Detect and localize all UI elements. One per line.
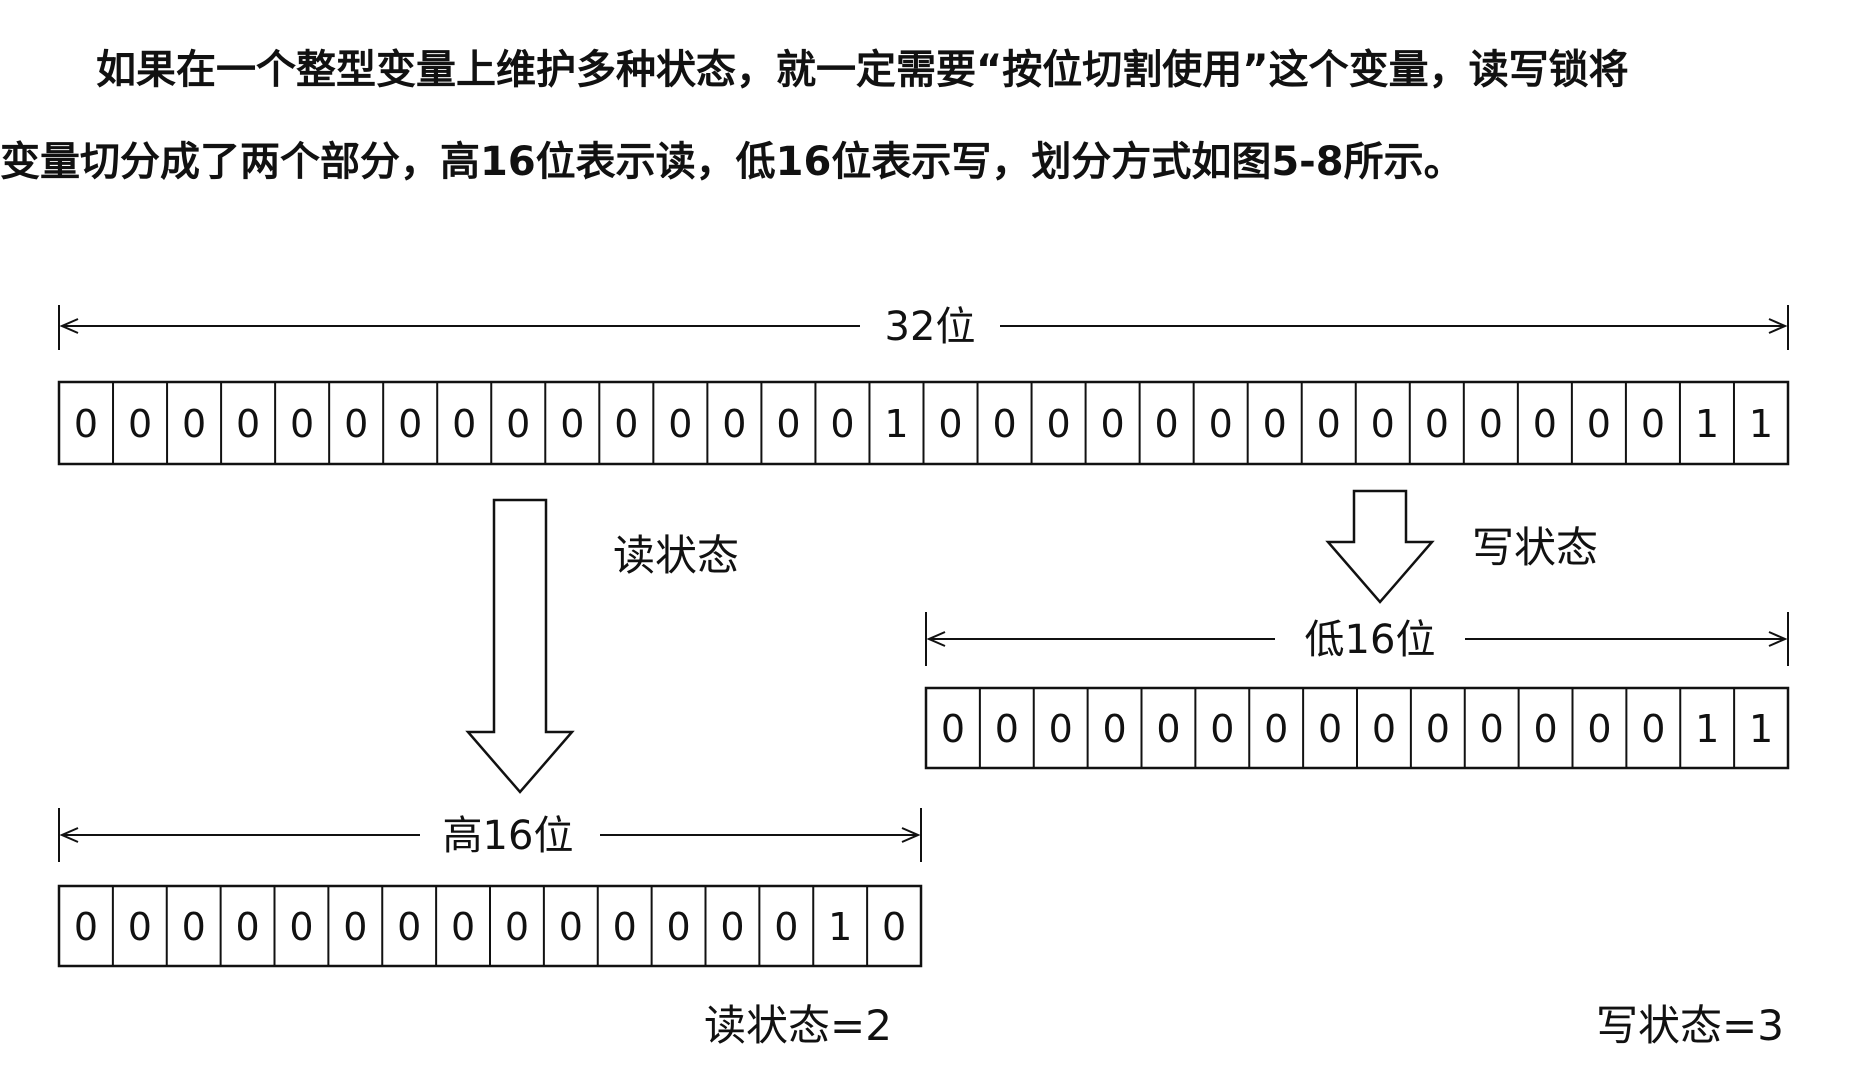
full-row-bit: 0 [1371, 402, 1395, 446]
low-row-bit: 0 [1264, 707, 1288, 751]
high-row-bit: 0 [397, 905, 421, 949]
full-row-bit: 1 [884, 402, 908, 446]
high-row-bit: 0 [343, 905, 367, 949]
full-row-bit: 0 [1533, 402, 1557, 446]
low-row-bit: 0 [1641, 707, 1665, 751]
high-row-bit: 0 [451, 905, 475, 949]
low-row-bit: 0 [1480, 707, 1504, 751]
full-row-bit: 0 [344, 402, 368, 446]
high-row-bit: 0 [559, 905, 583, 949]
low-row-bit: 0 [1102, 707, 1126, 751]
intro-paragraph: 如果在一个整型变量上维护多种状态，就一定需要“按位切割使用”这个变量，读写锁将 … [0, 24, 1850, 208]
full-row-bit: 0 [506, 402, 530, 446]
high-row-bit: 1 [828, 905, 852, 949]
full-row-bit: 0 [1587, 402, 1611, 446]
write-state-result: 写状态=3 [1596, 1001, 1784, 1050]
low-row-bit: 0 [995, 707, 1019, 751]
low-row-bit: 0 [1049, 707, 1073, 751]
full-row-bit: 0 [398, 402, 422, 446]
full-row-bit: 0 [560, 402, 584, 446]
high-row-bit: 0 [666, 905, 690, 949]
full-row-bit: 0 [1425, 402, 1449, 446]
full-row-bit: 1 [1695, 402, 1719, 446]
full-row-bit: 0 [668, 402, 692, 446]
arrow-write-icon [1325, 489, 1435, 604]
full-row-bit: 0 [614, 402, 638, 446]
high-row-bit: 0 [774, 905, 798, 949]
low-row-bit: 0 [1372, 707, 1396, 751]
span-low16-label: 低16位 [1305, 617, 1436, 663]
full-row-bit: 1 [1749, 402, 1773, 446]
high-row-bit: 0 [882, 905, 906, 949]
span-low16: 低16位 [925, 612, 1789, 666]
full-row-bit: 0 [182, 402, 206, 446]
span-high16-label: 高16位 [443, 813, 574, 859]
read-state-label: 读状态 [613, 531, 739, 580]
full-row-bit: 0 [290, 402, 314, 446]
low-row-bit: 0 [1210, 707, 1234, 751]
full-row-bit: 0 [74, 402, 98, 446]
high-row-bit: 0 [613, 905, 637, 949]
low-row-bit: 0 [1318, 707, 1342, 751]
full-row-bit: 0 [722, 402, 746, 446]
high-row-bit: 0 [128, 905, 152, 949]
read-state-result: 读状态=2 [704, 1001, 892, 1050]
full-row-bit: 0 [128, 402, 152, 446]
low-row-bit: 1 [1749, 707, 1773, 751]
intro-line-1: 如果在一个整型变量上维护多种状态，就一定需要“按位切割使用”这个变量，读写锁将 [96, 47, 1629, 93]
high-row-bit: 0 [505, 905, 529, 949]
low-row-bit: 0 [1587, 707, 1611, 751]
full-row-bit: 0 [1155, 402, 1179, 446]
full-row-bit: 0 [1046, 402, 1070, 446]
full-row-bit: 0 [992, 402, 1016, 446]
low-row-bit: 0 [1426, 707, 1450, 751]
low-row-bit: 1 [1695, 707, 1719, 751]
full-row-bit: 0 [1641, 402, 1665, 446]
high-row-bit: 0 [74, 905, 98, 949]
full-row-bit: 0 [1209, 402, 1233, 446]
span-32bit: 32位 [58, 304, 1789, 350]
full-row-bit: 0 [1317, 402, 1341, 446]
low-row-bit: 0 [1156, 707, 1180, 751]
full-row-bit: 0 [1101, 402, 1125, 446]
arrow-read-icon [465, 498, 575, 794]
intro-line-2: 变量切分成了两个部分，高16位表示读，低16位表示写，划分方式如图5-8所示。 [0, 139, 1464, 185]
high-row-bit: 0 [235, 905, 259, 949]
high-row-bit: 0 [720, 905, 744, 949]
span-32-label: 32位 [885, 304, 976, 350]
span-high16: 高16位 [58, 808, 922, 862]
high-row-bit: 0 [289, 905, 313, 949]
full-row-bit: 0 [236, 402, 260, 446]
low-row-bit: 0 [1533, 707, 1557, 751]
full-row-bit: 0 [452, 402, 476, 446]
full-row-bit: 0 [938, 402, 962, 446]
low-row-bit: 0 [941, 707, 965, 751]
full-row-bit: 0 [830, 402, 854, 446]
full-row-bit: 0 [1263, 402, 1287, 446]
full-row-bit: 0 [1479, 402, 1503, 446]
full-row-bit: 0 [776, 402, 800, 446]
high-row-bit: 0 [182, 905, 206, 949]
write-state-label: 写状态 [1472, 523, 1598, 572]
